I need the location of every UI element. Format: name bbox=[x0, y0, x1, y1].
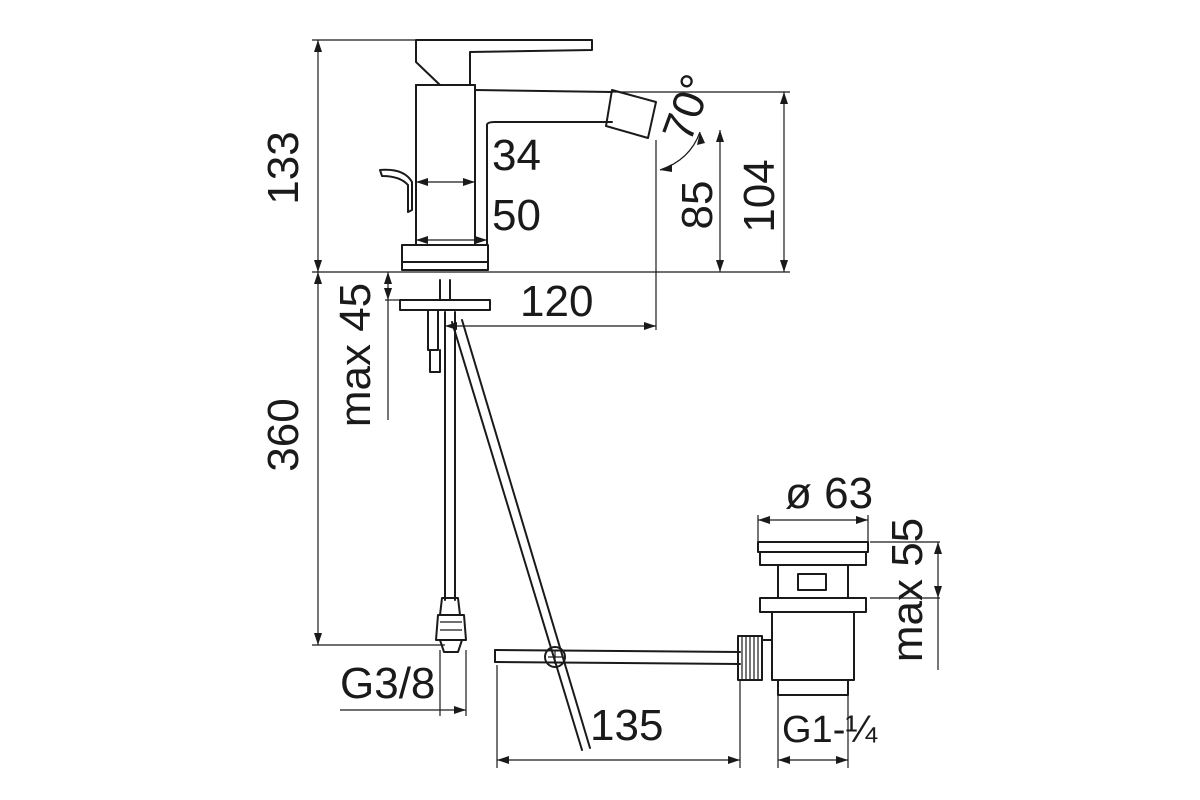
dim-phi63-label: ø 63 bbox=[785, 469, 873, 518]
faucet-body bbox=[379, 39, 657, 271]
dim-g114-label: G1-¼ bbox=[782, 709, 878, 751]
dim-135-label: 135 bbox=[590, 701, 663, 750]
under-sink-fixings bbox=[399, 279, 591, 751]
dim-g38-label: G3/8 bbox=[340, 659, 435, 708]
dim-34-label: 34 bbox=[492, 131, 541, 180]
dim-70-degree-label: 70° bbox=[653, 68, 722, 147]
dim-104-label: 104 bbox=[735, 159, 784, 232]
dim-50-label: 50 bbox=[492, 191, 541, 240]
dim-133-label: 133 bbox=[259, 131, 308, 204]
dim-max55-label: max 55 bbox=[883, 518, 932, 662]
dimension-lines bbox=[312, 39, 942, 768]
dim-85-label: 85 bbox=[673, 181, 722, 230]
waste-pop-up bbox=[494, 541, 869, 696]
dim-max45-label: max 45 bbox=[331, 283, 380, 427]
dimension-labels: 133 34 50 70° 85 104 120 max 45 360 ø 63… bbox=[259, 68, 932, 751]
dim-360-label: 360 bbox=[259, 398, 308, 471]
dim-120-label: 120 bbox=[520, 277, 593, 326]
